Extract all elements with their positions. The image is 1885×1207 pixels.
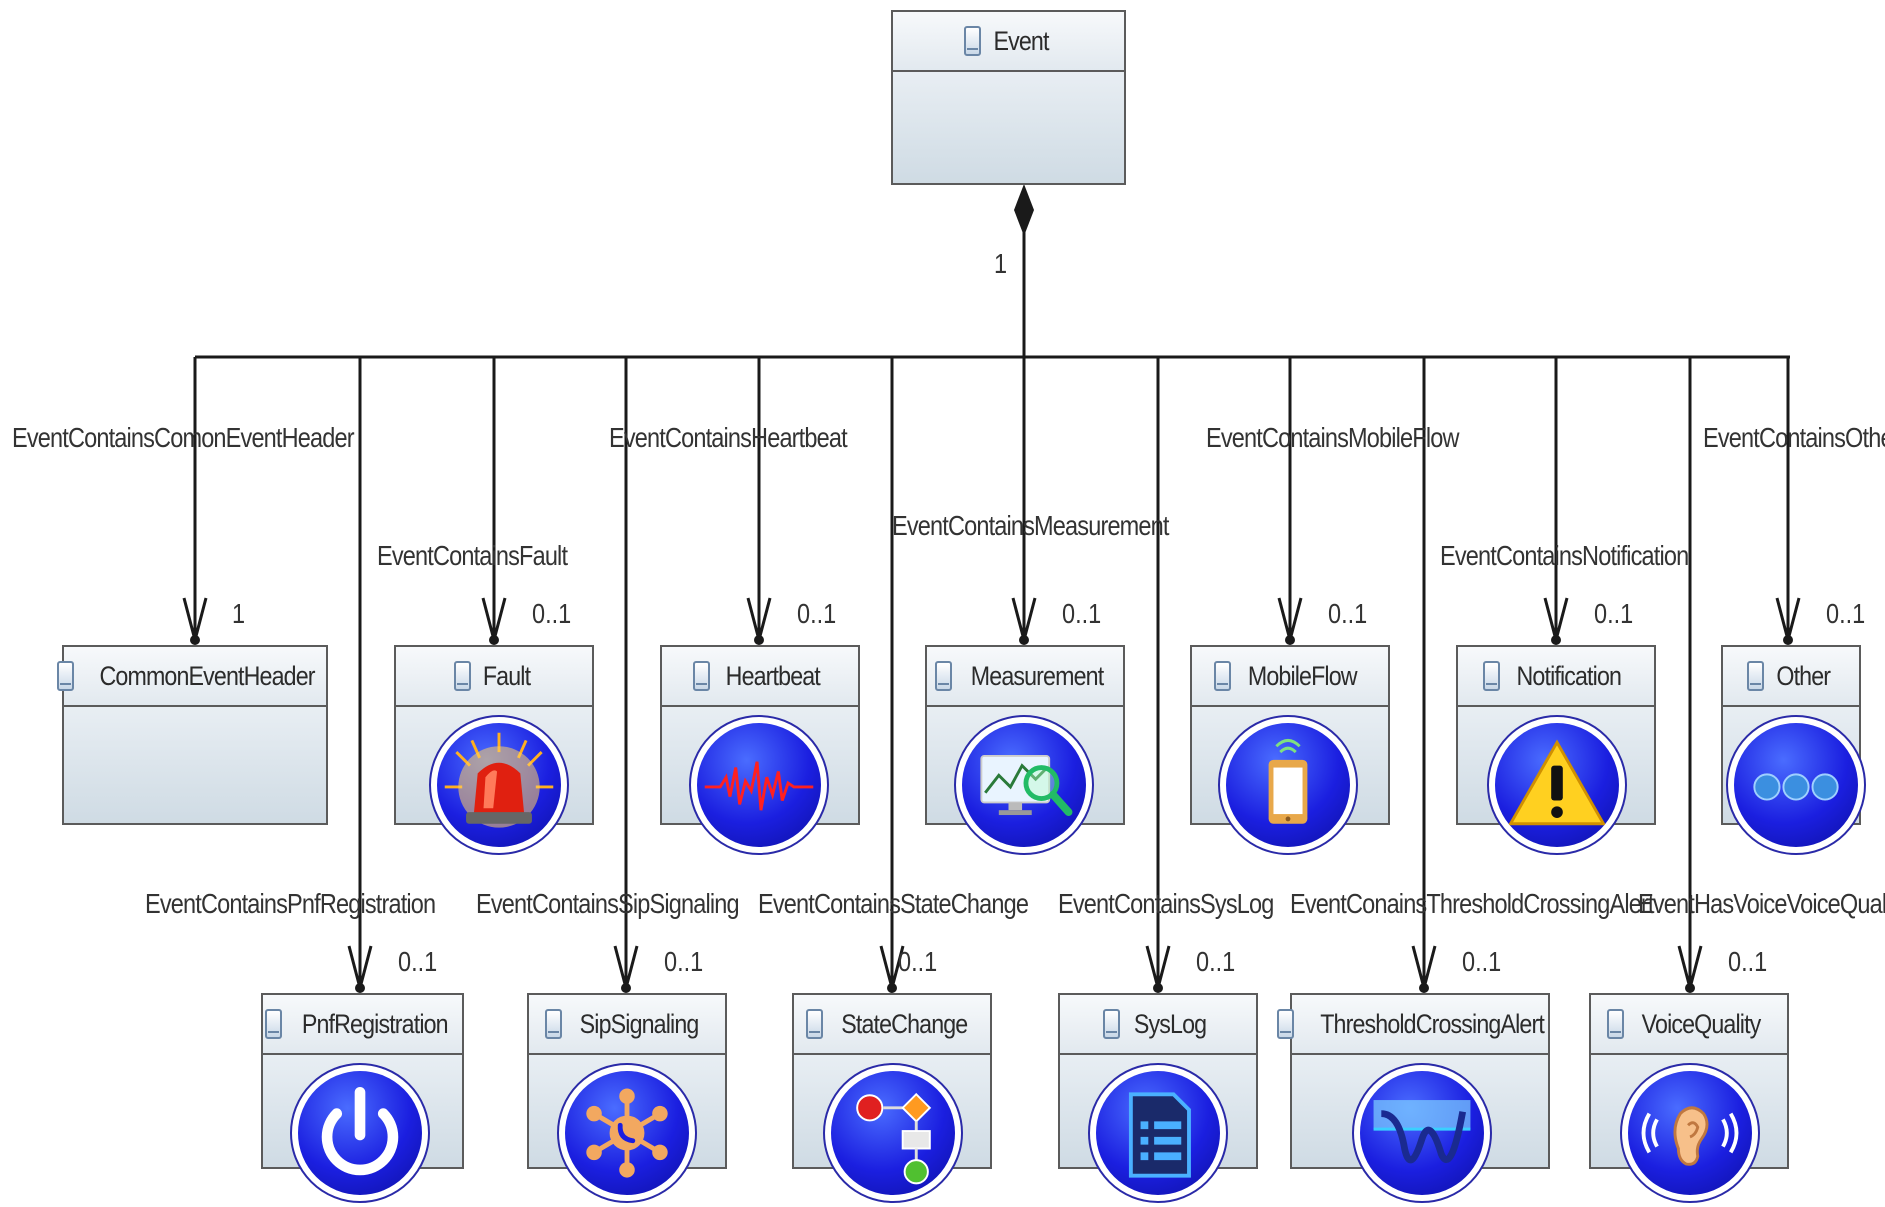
class-name: StateChange — [841, 1008, 968, 1039]
mult-heartbeat: 0..1 — [797, 598, 837, 629]
mult-measurement: 0..1 — [1062, 598, 1102, 629]
power-icon — [290, 1063, 430, 1203]
class-header: ThresholdCrossingAlert — [1277, 995, 1548, 1055]
class-name: Other — [1776, 660, 1832, 691]
mult-other: 0..1 — [1826, 598, 1866, 629]
class-name: CommonEventHeader — [99, 660, 316, 691]
class-header: Event — [893, 12, 1124, 72]
assoc-label-pnf: EventContainsPnfRegistration — [145, 888, 436, 919]
class-body — [64, 707, 326, 823]
ear-sound-icon — [1620, 1063, 1760, 1203]
class-header: SipSignaling — [529, 995, 725, 1055]
class-icon — [806, 1009, 824, 1039]
class-header: Other — [1723, 647, 1859, 707]
class-header: CommonEventHeader — [57, 647, 326, 707]
class-name: Notification — [1516, 660, 1621, 691]
mult-common: 1 — [232, 598, 246, 629]
mult-sip: 0..1 — [664, 946, 704, 977]
class-icon — [963, 26, 981, 56]
threshold-wave-icon — [1352, 1063, 1492, 1203]
class-icon — [1747, 661, 1765, 691]
class-icon — [545, 1009, 563, 1039]
class-header: StateChange — [794, 995, 990, 1055]
class-icon — [1277, 1009, 1295, 1039]
class-icon — [1103, 1009, 1121, 1039]
class-header: PnfRegistration — [263, 995, 462, 1055]
mult-voice: 0..1 — [1728, 946, 1768, 977]
class-header: VoiceQuality — [1591, 995, 1787, 1055]
heartbeat-wave-icon — [689, 715, 829, 855]
assoc-label-other: EventContainsOther — [1703, 422, 1885, 453]
class-commoneventheader[interactable]: CommonEventHeader — [57, 645, 328, 825]
assoc-label-tca: EventConainsThresholdCrossingAlert — [1290, 888, 1654, 919]
class-icon — [57, 661, 75, 691]
class-name: SysLog — [1134, 1008, 1207, 1039]
mult-syslog: 0..1 — [1196, 946, 1236, 977]
mult-fault: 0..1 — [532, 598, 572, 629]
root-multiplicity: 1 — [994, 248, 1008, 279]
class-icon — [692, 661, 710, 691]
mult-mobileflow: 0..1 — [1328, 598, 1368, 629]
assoc-label-common: EventContainsComonEventHeader — [12, 422, 355, 453]
class-header: Heartbeat — [662, 647, 858, 707]
class-name: Fault — [482, 660, 531, 691]
class-name: Measurement — [971, 660, 1104, 691]
class-icon — [1607, 1009, 1625, 1039]
class-header: SysLog — [1060, 995, 1256, 1055]
class-name: SipSignaling — [580, 1008, 700, 1039]
assoc-label-notification: EventContainsNotification — [1440, 540, 1689, 571]
assoc-label-state: EventContainsStateChange — [758, 888, 1029, 919]
class-icon — [1482, 661, 1500, 691]
class-name: Heartbeat — [725, 660, 820, 691]
assoc-label-heartbeat: EventContainsHeartbeat — [609, 422, 848, 453]
monitor-magnifier-icon — [954, 715, 1094, 855]
assoc-label-sip: EventContainsSipSignaling — [476, 888, 740, 919]
document-list-icon — [1088, 1063, 1228, 1203]
mult-tca: 0..1 — [1462, 946, 1502, 977]
assoc-label-syslog: EventContainsSysLog — [1058, 888, 1274, 919]
warning-triangle-icon — [1487, 715, 1627, 855]
assoc-label-measurement: EventContainsMeasurement — [892, 510, 1169, 541]
ellipsis-dots-icon — [1726, 715, 1866, 855]
class-header: Fault — [396, 647, 592, 707]
class-header: Notification — [1458, 647, 1654, 707]
class-header: MobileFlow — [1192, 647, 1388, 707]
assoc-label-mobileflow: EventContainsMobileFlow — [1206, 422, 1459, 453]
class-name: VoiceQuality — [1642, 1008, 1762, 1039]
class-header: Measurement — [927, 647, 1123, 707]
assoc-label-voice: EventHasVoiceVoiceQuality — [1638, 888, 1885, 919]
class-name: PnfRegistration — [302, 1008, 449, 1039]
network-phone-icon — [557, 1063, 697, 1203]
alarm-beacon-icon — [429, 715, 569, 855]
class-event[interactable]: Event — [891, 10, 1126, 185]
class-icon — [265, 1009, 283, 1039]
class-name: MobileFlow — [1248, 660, 1358, 691]
mult-state: 0..1 — [898, 946, 938, 977]
assoc-label-fault: EventContainsFault — [377, 540, 568, 571]
mobile-phone-icon — [1218, 715, 1358, 855]
mult-pnf: 0..1 — [398, 946, 438, 977]
class-name: ThresholdCrossingAlert — [1320, 1008, 1546, 1039]
mult-notification: 0..1 — [1594, 598, 1634, 629]
class-icon — [453, 661, 471, 691]
class-icon — [1214, 661, 1232, 691]
class-body — [893, 72, 1124, 183]
class-icon — [935, 661, 953, 691]
class-name: Event — [993, 25, 1049, 56]
flowchart-icon — [823, 1063, 963, 1203]
